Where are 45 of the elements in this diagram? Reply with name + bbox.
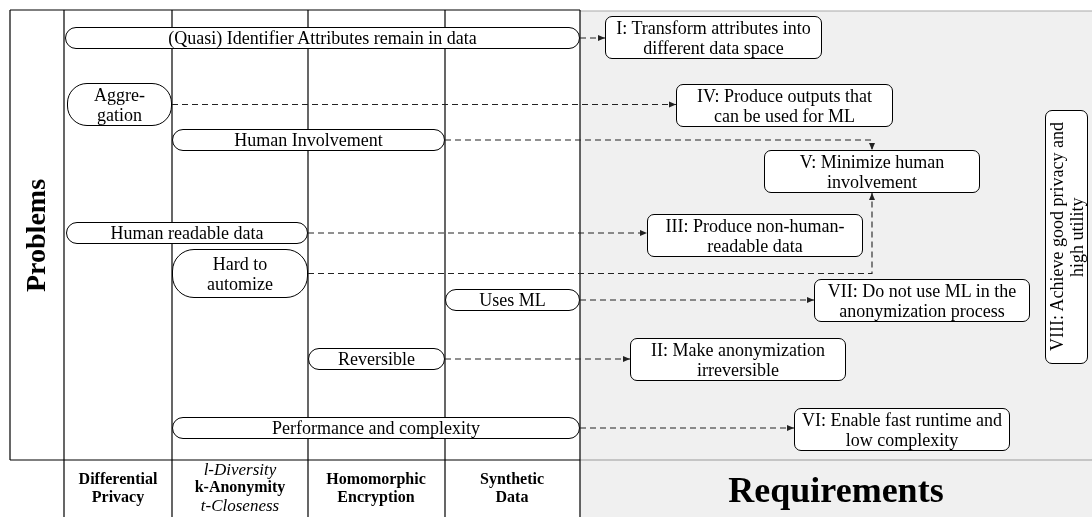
requirement-text: II: Make anonymization irreversible — [650, 339, 826, 380]
problem-text: Uses ML — [479, 290, 546, 310]
requirement-text: III: Produce non-human-readable data — [664, 215, 846, 256]
arrow — [444, 139, 875, 151]
problem-pill — [172, 417, 580, 439]
requirement-box — [630, 338, 846, 381]
problem-text: Human readable data — [110, 223, 264, 243]
column-heading: Homomorphic Encryption — [325, 470, 427, 506]
column-heading: t-Closeness — [200, 495, 280, 515]
requirement-text: VI: Enable fast runtime and low complexity — [801, 409, 1003, 450]
requirement-box — [676, 84, 893, 127]
column-heading: l-Diversity — [202, 459, 278, 479]
column-heading: Synthetic Data — [479, 470, 545, 506]
column-heading: Differential Privacy — [77, 470, 159, 506]
problem-text: Reversible — [338, 349, 415, 369]
arrow — [579, 425, 795, 431]
arrow — [307, 230, 648, 236]
problem-pill — [445, 289, 580, 311]
problem-text: Performance and complexity — [272, 418, 480, 438]
arrow — [307, 192, 875, 275]
problem-text: (Quasi) Identifier Attributes remain in data — [168, 28, 477, 48]
arrow — [579, 35, 606, 41]
requirement-text: I: Transform attributes into different data space — [615, 17, 812, 58]
problem-pill — [66, 222, 308, 244]
arrow — [579, 297, 815, 303]
column-heading: k-Anonymity — [193, 478, 287, 496]
requirement-text: VII: Do not use ML in the anonymization process — [826, 280, 1018, 321]
section-title: Problems — [21, 177, 51, 294]
problem-text: Aggre- gation — [93, 84, 146, 125]
problem-text: Hard to automize — [206, 253, 274, 294]
problem-pill — [67, 83, 172, 126]
problem-pill — [308, 348, 445, 370]
requirement-text: VIII: Achieve good privacy and high utility — [1046, 121, 1087, 354]
requirement-box — [764, 150, 980, 193]
arrow — [171, 101, 677, 108]
requirement-text: IV: Produce outputs that can be used for ML — [695, 85, 874, 126]
problem-pill — [172, 249, 308, 298]
section-title: Requirements — [727, 471, 945, 509]
problem-pill — [172, 129, 445, 151]
problem-pill — [65, 27, 580, 49]
requirement-box — [814, 279, 1030, 322]
requirement-text: V: Minimize human involvement — [798, 151, 946, 192]
arrow — [444, 356, 631, 362]
problem-text: Human Involvement — [234, 130, 383, 150]
requirement-box — [647, 214, 863, 257]
